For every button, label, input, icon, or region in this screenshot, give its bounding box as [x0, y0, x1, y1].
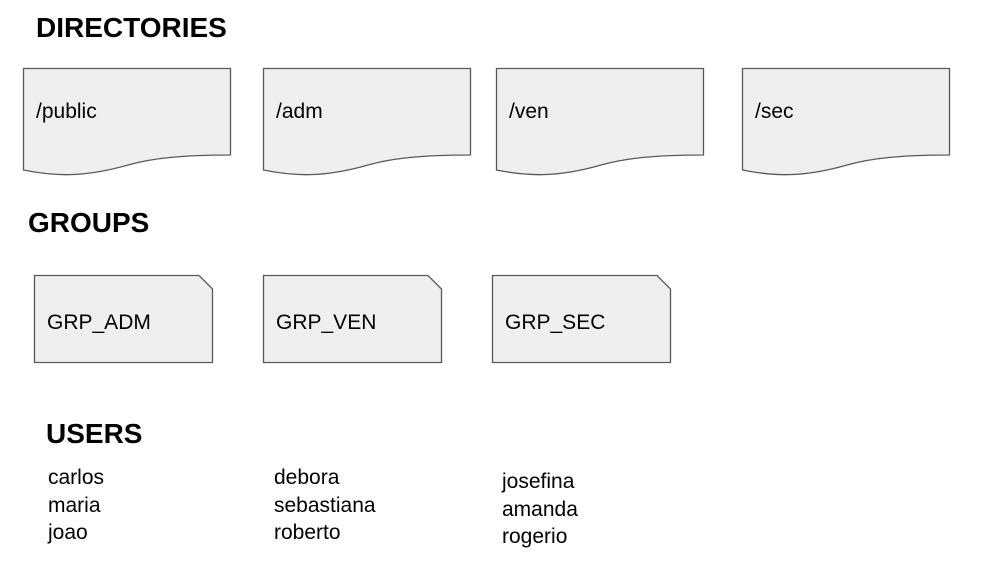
user-name: amanda [502, 497, 578, 521]
users-heading: USERS [46, 418, 143, 449]
directory-node: /public [22, 67, 232, 178]
card-shape [262, 274, 443, 364]
group-node: GRP_SEC [491, 274, 672, 364]
directory-label: /sec [755, 100, 794, 123]
directory-label: /ven [509, 100, 549, 123]
directory-node: /adm [262, 67, 472, 178]
user-name: maria [48, 493, 101, 517]
document-shape [262, 67, 472, 176]
group-label: GRP_SEC [505, 311, 606, 334]
user-name: josefina [502, 470, 575, 493]
user-list: debora sebastiana roberto [274, 464, 376, 547]
user-name: roberto [274, 521, 341, 544]
user-list: josefina amanda rogerio [502, 468, 578, 551]
directory-label: /adm [276, 100, 323, 123]
directory-node: /ven [495, 67, 705, 178]
user-name: rogerio [502, 525, 568, 548]
user-name: debora [274, 466, 340, 489]
document-shape [22, 67, 232, 176]
document-shape [741, 67, 951, 176]
group-node: GRP_VEN [262, 274, 443, 364]
directories-heading: DIRECTORIES [36, 12, 227, 43]
group-node: GRP_ADM [33, 274, 214, 364]
document-shape [495, 67, 705, 176]
card-shape [491, 274, 672, 364]
user-name: sebastiana [274, 493, 376, 517]
groups-heading: GROUPS [28, 207, 150, 238]
user-name: joao [48, 521, 88, 544]
user-name: carlos [48, 466, 105, 489]
directory-label: /public [36, 100, 97, 123]
user-list: carlos maria joao [48, 464, 104, 547]
group-label: GRP_ADM [47, 311, 151, 334]
card-shape [33, 274, 214, 364]
group-label: GRP_VEN [276, 311, 377, 334]
directory-node: /sec [741, 67, 951, 178]
